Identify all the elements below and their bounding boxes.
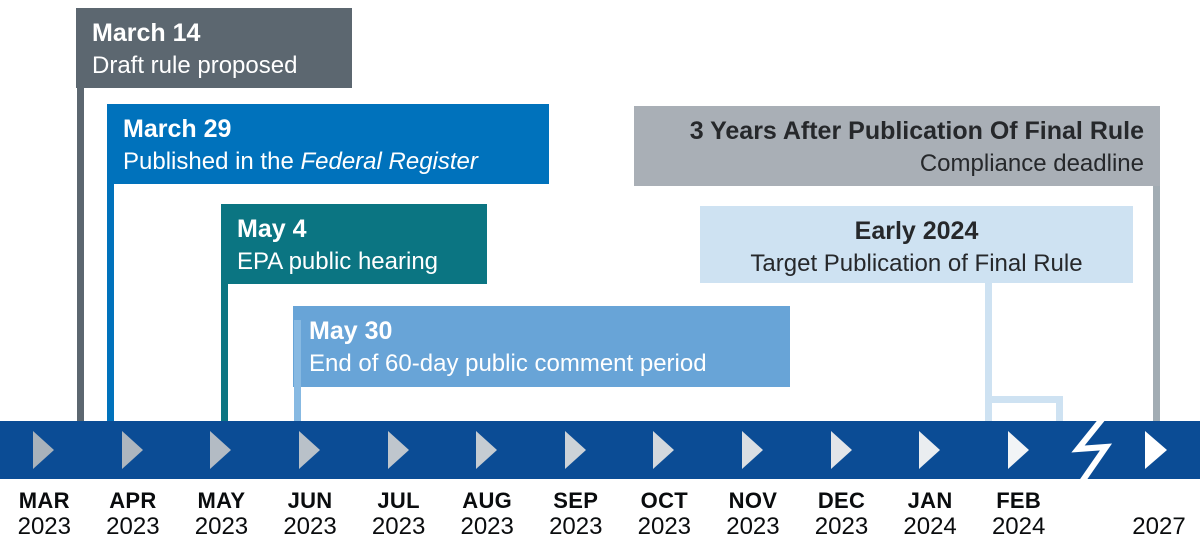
connector-final-rule-horizontal <box>985 396 1063 403</box>
month-label: FEB <box>996 488 1042 513</box>
event-box-public-hearing: May 4 EPA public hearing <box>221 204 487 284</box>
month-arrow-icon <box>653 431 674 469</box>
month-label: OCT <box>640 488 688 513</box>
month-tick: AUG 2023 <box>443 489 532 540</box>
month-arrow-icon <box>831 431 852 469</box>
event-title: March 29 <box>123 115 232 143</box>
month-tick: FEB 2024 <box>974 489 1063 540</box>
event-title: May 4 <box>237 215 307 243</box>
year-label: 2023 <box>637 513 692 540</box>
month-axis: MAR 2023 APR 2023 MAY 2023 JUN 2023 JUL … <box>0 489 1063 540</box>
connector-draft-rule <box>77 85 84 422</box>
month-label: MAY <box>197 488 246 513</box>
event-subtitle: Compliance deadline <box>919 150 1144 177</box>
year-label: 2023 <box>726 513 780 540</box>
year-label: 2023 <box>17 513 71 540</box>
month-arrow-icon <box>210 431 231 469</box>
connector-federal-register <box>107 182 114 422</box>
event-subtitle: EPA public hearing <box>237 248 439 275</box>
connector-comment-period <box>294 320 301 422</box>
connector-compliance-deadline <box>1153 184 1160 422</box>
month-tick: JAN 2024 <box>886 489 975 540</box>
timeline-bar <box>0 421 1200 479</box>
timeline-break-icon <box>1071 421 1113 479</box>
connector-public-hearing <box>221 282 228 422</box>
month-label: AUG <box>462 488 513 513</box>
year-label: 2023 <box>460 513 514 540</box>
event-title: Early 2024 <box>854 217 979 245</box>
month-label: NOV <box>728 488 778 513</box>
event-subtitle: Published in the Federal Register <box>123 146 533 178</box>
year-label: 2023 <box>371 513 426 540</box>
month-tick: JUN 2023 <box>266 489 355 540</box>
month-label: DEC <box>817 488 866 513</box>
year-label: 2023 <box>549 513 603 540</box>
month-tick: OCT 2023 <box>620 489 709 540</box>
month-arrow-icon <box>122 431 143 469</box>
month-arrow-icon <box>565 431 586 469</box>
subtitle-prefix: Published in the <box>123 148 301 175</box>
month-label: JAN <box>907 488 953 513</box>
connector-final-rule-left-leg <box>985 282 992 422</box>
year-label: 2023 <box>106 513 160 540</box>
year-label: 2023 <box>814 513 869 540</box>
event-box-compliance-deadline: 3 Years After Publication Of Final Rule … <box>634 106 1160 186</box>
month-arrow-icon <box>919 431 940 469</box>
connector-final-rule-right-leg <box>1056 396 1063 422</box>
event-subtitle: End of 60-day public comment period <box>309 350 707 377</box>
subtitle-italic: Federal Register <box>300 148 478 175</box>
event-box-federal-register: March 29 Published in the Federal Regist… <box>107 104 549 184</box>
month-arrow-icon <box>1008 431 1029 469</box>
month-arrow-icon <box>742 431 763 469</box>
year-label: 2024 <box>903 513 957 540</box>
end-arrow-icon <box>1145 431 1167 469</box>
event-title: March 14 <box>92 19 201 47</box>
month-tick: APR 2023 <box>89 489 178 540</box>
month-label: SEP <box>553 488 599 513</box>
month-label: MAR <box>18 488 70 513</box>
month-tick: JUL 2023 <box>354 489 443 540</box>
end-year-label: 2027 <box>1132 513 1186 540</box>
month-label: JUN <box>287 488 333 513</box>
month-tick: NOV 2023 <box>709 489 798 540</box>
event-box-draft-rule: March 14 Draft rule proposed <box>76 8 352 88</box>
year-label: 2024 <box>991 513 1046 540</box>
event-subtitle: Target Publication of Final Rule <box>750 250 1083 277</box>
month-tick: MAY 2023 <box>177 489 266 540</box>
month-label: APR <box>109 488 157 513</box>
event-subtitle: Draft rule proposed <box>92 52 298 79</box>
month-tick: MAR 2023 <box>0 489 89 540</box>
month-arrow-icon <box>476 431 497 469</box>
year-label: 2023 <box>194 513 249 540</box>
event-box-comment-period: May 30 End of 60-day public comment peri… <box>293 306 790 387</box>
event-box-final-rule-target: Early 2024 Target Publication of Final R… <box>700 206 1133 283</box>
month-tick: SEP 2023 <box>531 489 620 540</box>
event-title: May 30 <box>309 317 393 345</box>
event-title: 3 Years After Publication Of Final Rule <box>689 117 1144 145</box>
month-arrow-icon <box>299 431 320 469</box>
month-arrow-icon <box>388 431 409 469</box>
month-label: JUL <box>377 488 420 513</box>
year-label: 2023 <box>283 513 337 540</box>
month-tick: DEC 2023 <box>797 489 886 540</box>
month-arrow-icon <box>33 431 54 469</box>
